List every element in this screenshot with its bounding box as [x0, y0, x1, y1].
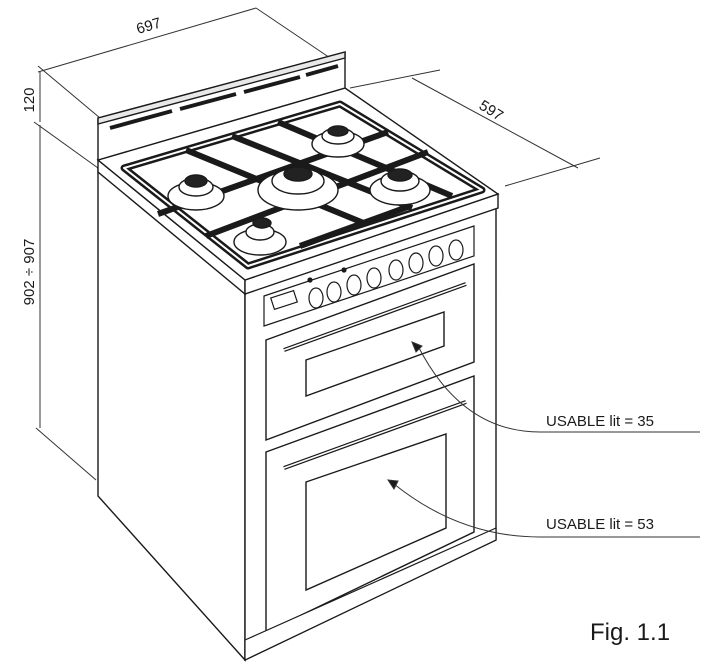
control-panel: [263, 225, 475, 327]
backguard-top-edge: [97, 51, 346, 125]
arrowhead-upper-oven: [411, 341, 423, 353]
backguard-vents: [109, 64, 339, 130]
control-knobs: [308, 239, 464, 309]
callout-leaders: [386, 341, 700, 538]
indicator-light-1: [307, 277, 313, 283]
upper-oven-window: [305, 311, 445, 397]
lower-oven-handle-highlight: [283, 401, 467, 469]
grate-bar-6: [298, 203, 412, 249]
height-extension-bottom: [35, 427, 97, 481]
burner-front-left: [233, 217, 287, 256]
knob-7: [428, 245, 444, 267]
clock-display: [269, 289, 299, 311]
backguard-height-label: 120: [21, 87, 38, 112]
upper-oven: [265, 262, 475, 442]
depth-extension-bottom: [504, 157, 601, 187]
burner-back-right: [311, 125, 365, 158]
knob-6: [408, 252, 424, 274]
indicator-light-2: [341, 267, 347, 273]
burner-left: [167, 174, 225, 211]
burner-center-wok: [257, 166, 339, 211]
knob-8: [448, 239, 464, 261]
width-extension-left: [37, 65, 101, 119]
width-label: 697: [134, 15, 163, 38]
arrowhead-lower-oven: [386, 479, 399, 490]
height-range-label: 902 ÷ 907: [21, 239, 38, 306]
lower-oven: [265, 374, 475, 634]
leader-lower-oven: [393, 483, 700, 538]
knob-2: [326, 281, 342, 303]
backguard: [97, 51, 346, 161]
leader-upper-oven: [417, 345, 700, 433]
dimension-lines: [33, 7, 601, 481]
plinth: [244, 527, 497, 661]
upper-oven-capacity-label: USABLE lit = 35: [546, 413, 654, 430]
knob-5: [388, 259, 404, 281]
lower-oven-window: [305, 433, 447, 592]
upper-oven-handle-highlight: [283, 283, 467, 351]
depth-label: 597: [476, 97, 506, 125]
figure-label: Fig. 1.1: [590, 619, 670, 646]
backguard-extension: [33, 121, 99, 169]
width-dimension-line: [37, 7, 257, 73]
knob-3: [346, 274, 362, 296]
lower-oven-capacity-label: USABLE lit = 53: [546, 516, 654, 533]
knob-1: [308, 287, 324, 309]
knob-4: [366, 267, 382, 289]
burner-right: [369, 168, 431, 206]
depth-dimension-line: [411, 77, 579, 169]
burners: [167, 125, 431, 256]
depth-extension-top: [349, 69, 441, 89]
